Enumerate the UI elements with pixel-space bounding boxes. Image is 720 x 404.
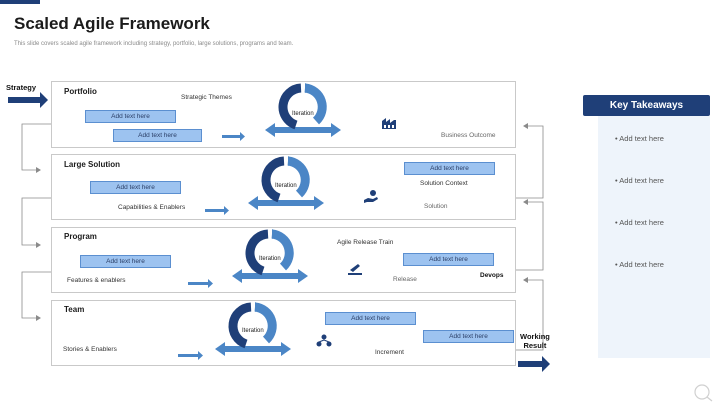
program-title: Program bbox=[64, 232, 97, 241]
key-takeaways-title: Key Takeaways bbox=[583, 95, 710, 116]
program-iteration-label: Iteration bbox=[259, 256, 281, 262]
strategic-themes-label: Strategic Themes bbox=[181, 94, 232, 101]
team-add-text-2[interactable]: Add text here bbox=[423, 330, 514, 343]
search-icon bbox=[694, 384, 713, 402]
increment-label: Increment bbox=[375, 349, 404, 356]
working-result-label: Working Result bbox=[520, 332, 550, 350]
strategy-arrow bbox=[8, 92, 48, 108]
portfolio-title: Portfolio bbox=[64, 87, 97, 96]
key-takeaways-panel bbox=[598, 116, 710, 358]
stories-enablers-label: Stories & Enablers bbox=[63, 346, 117, 353]
solution-context-label: Solution Context bbox=[420, 180, 468, 187]
key-takeaway-item: • Add text here bbox=[615, 134, 664, 143]
release-label: Release bbox=[393, 276, 417, 283]
team-add-text-1[interactable]: Add text here bbox=[325, 312, 416, 325]
solution-label: Solution bbox=[424, 203, 448, 210]
key-takeaway-item: • Add text here bbox=[615, 176, 664, 185]
key-takeaway-text: Add text here bbox=[619, 176, 664, 185]
slide-subtitle: This slide covers scaled agile framework… bbox=[14, 41, 294, 47]
portfolio-small-arrow bbox=[222, 132, 245, 141]
strategy-label: Strategy bbox=[6, 83, 37, 92]
portfolio-add-text-2[interactable]: Add text here bbox=[113, 129, 202, 142]
key-takeaway-text: Add text here bbox=[619, 218, 664, 227]
team-iteration-label: Iteration bbox=[242, 328, 264, 334]
large-solution-small-arrow bbox=[205, 206, 229, 215]
program-add-text-2[interactable]: Add text here bbox=[403, 253, 494, 266]
key-takeaway-text: Add text here bbox=[619, 260, 664, 269]
team-small-arrow bbox=[178, 351, 203, 360]
large-solution-title: Large Solution bbox=[64, 160, 120, 169]
features-enablers-label: Features & enablers bbox=[67, 277, 126, 284]
key-takeaway-item: • Add text here bbox=[615, 260, 664, 269]
working-result-arrow bbox=[518, 356, 550, 372]
program-iteration-cycle-icon bbox=[232, 229, 308, 283]
agile-release-train-label: Agile Release Train bbox=[337, 239, 394, 246]
launch-icon bbox=[348, 264, 362, 275]
devops-label: Devops bbox=[480, 272, 504, 279]
large-solution-iteration-label: Iteration bbox=[275, 183, 297, 189]
program-add-text-1[interactable]: Add text here bbox=[80, 255, 171, 268]
business-outcome-label: Business Outcome bbox=[441, 132, 496, 139]
large-solution-iteration-cycle-icon bbox=[248, 156, 324, 210]
hand-coin-icon bbox=[364, 190, 378, 203]
capabilities-enablers-label: Capabilities & Enablers bbox=[118, 204, 186, 211]
large-solution-add-text-2[interactable]: Add text here bbox=[404, 162, 495, 175]
program-small-arrow bbox=[188, 279, 213, 288]
portfolio-add-text-1[interactable]: Add text here bbox=[85, 110, 176, 123]
team-iteration-cycle-icon bbox=[215, 302, 291, 356]
slide-title: Scaled Agile Framework bbox=[14, 14, 210, 33]
key-takeaway-text: Add text here bbox=[619, 134, 664, 143]
team-title: Team bbox=[64, 305, 85, 314]
portfolio-iteration-label: Iteration bbox=[292, 111, 314, 117]
key-takeaway-item: • Add text here bbox=[615, 218, 664, 227]
team-icon bbox=[316, 334, 332, 347]
factory-chart-icon bbox=[382, 118, 396, 129]
portfolio-iteration-cycle-icon bbox=[265, 83, 341, 137]
large-solution-add-text-1[interactable]: Add text here bbox=[90, 181, 181, 194]
top-accent-bar bbox=[0, 0, 40, 4]
